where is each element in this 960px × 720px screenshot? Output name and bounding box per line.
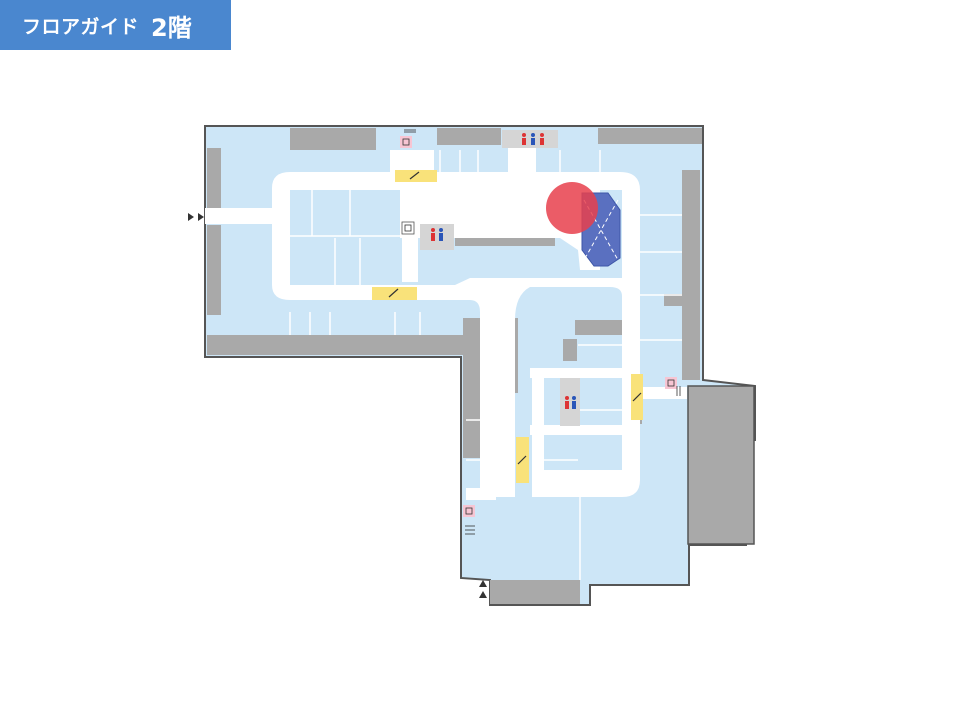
stairs [404, 129, 681, 535]
you-are-here-marker [546, 182, 598, 234]
restroom-icon [502, 130, 558, 148]
escalators [372, 170, 643, 483]
entrance-arrow-icon [188, 213, 204, 221]
elevator-icon [463, 505, 475, 517]
parking-block [687, 385, 755, 545]
floor-label: 2階 [151, 13, 192, 42]
restrooms [420, 130, 580, 426]
escalator-icon [395, 170, 437, 182]
shop-dividers [288, 150, 682, 580]
restroom-icon [420, 224, 454, 250]
elevator-icon [400, 136, 412, 148]
escalator-icon [372, 287, 417, 300]
escalator-icon [516, 437, 529, 483]
elevators [400, 136, 677, 517]
elevator-icon [665, 377, 677, 389]
page-title: フロアガイド [22, 15, 140, 38]
elevator-icon [401, 221, 415, 235]
floor-guide-header: フロアガイド 2階 [0, 0, 231, 50]
restroom-icon [560, 378, 580, 426]
entrances [188, 213, 487, 598]
escalator-icon [631, 374, 643, 420]
entrance-arrow-icon [479, 580, 487, 598]
